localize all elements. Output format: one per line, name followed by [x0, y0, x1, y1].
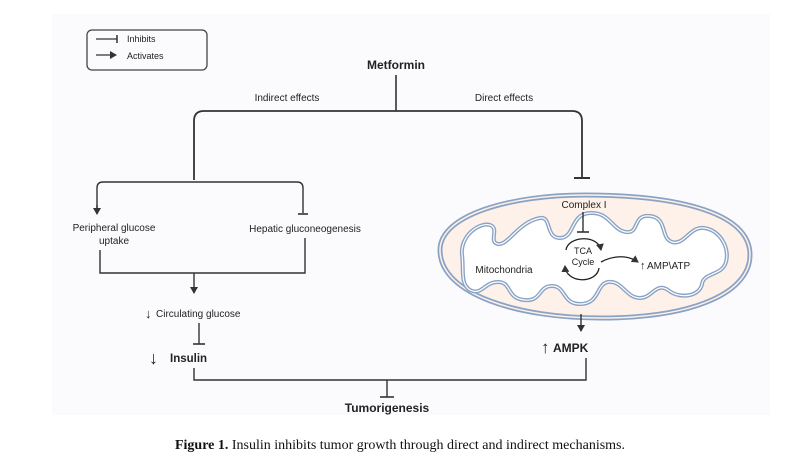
- circulating-glucose-label: Circulating glucose: [156, 309, 241, 320]
- complex-i-label: Complex I: [561, 200, 606, 211]
- ampk-label: AMPK: [553, 341, 589, 355]
- figure-caption-text: Insulin inhibits tumor growth through di…: [228, 438, 625, 453]
- legend-activates-label: Activates: [127, 51, 164, 61]
- hepatic-gluconeogenesis-label: Hepatic gluconeogenesis: [249, 224, 361, 235]
- legend-box: [86, 29, 208, 71]
- circulating-glucose-indicator: ↓: [145, 306, 152, 321]
- legend: Inhibits Activates: [86, 29, 208, 71]
- indirect-merge-connector: [99, 238, 306, 274]
- figure-caption-label: Figure 1.: [174, 438, 229, 453]
- insulin-label: Insulin: [170, 353, 207, 365]
- direct-effects-label: Direct effects: [475, 93, 533, 104]
- amp-atp-text: AMP\ATP: [647, 261, 690, 272]
- tca-to-amp-arrow: [600, 255, 639, 263]
- mitochondria-label: Mitochondria: [475, 265, 533, 276]
- top-branch-connector: [193, 110, 583, 180]
- bottom-merge-connector: [193, 358, 587, 381]
- peripheral-uptake-label-line2: uptake: [99, 236, 129, 247]
- tca-label-line2: Cycle: [572, 257, 595, 267]
- legend-inhibits-label: Inhibits: [127, 34, 156, 44]
- mitochondrion: [437, 192, 753, 321]
- mitochondria-cristae-inner-line: [461, 212, 728, 305]
- indirect-sub-branch: [96, 181, 304, 213]
- ampk-indicator: ↑: [541, 338, 550, 357]
- tca-label-line1: TCA: [574, 246, 592, 256]
- figure-caption: Figure 1. Insulin inhibits tumor growth …: [0, 438, 800, 454]
- peripheral-uptake-label-line1: Peripheral glucose: [73, 223, 156, 234]
- insulin-indicator: ↓: [149, 348, 158, 368]
- mitochondria-outer-membrane-inner-line: [439, 194, 751, 319]
- amp-atp-indicator: ↑: [640, 260, 646, 272]
- tumorigenesis-label: Tumorigenesis: [345, 401, 430, 415]
- tca-cycle-arrow-bottom-icon: [561, 265, 600, 281]
- metformin-label: Metformin: [367, 58, 425, 72]
- indirect-effects-label: Indirect effects: [255, 93, 320, 104]
- tca-cycle-arrow-top-icon: [565, 238, 604, 251]
